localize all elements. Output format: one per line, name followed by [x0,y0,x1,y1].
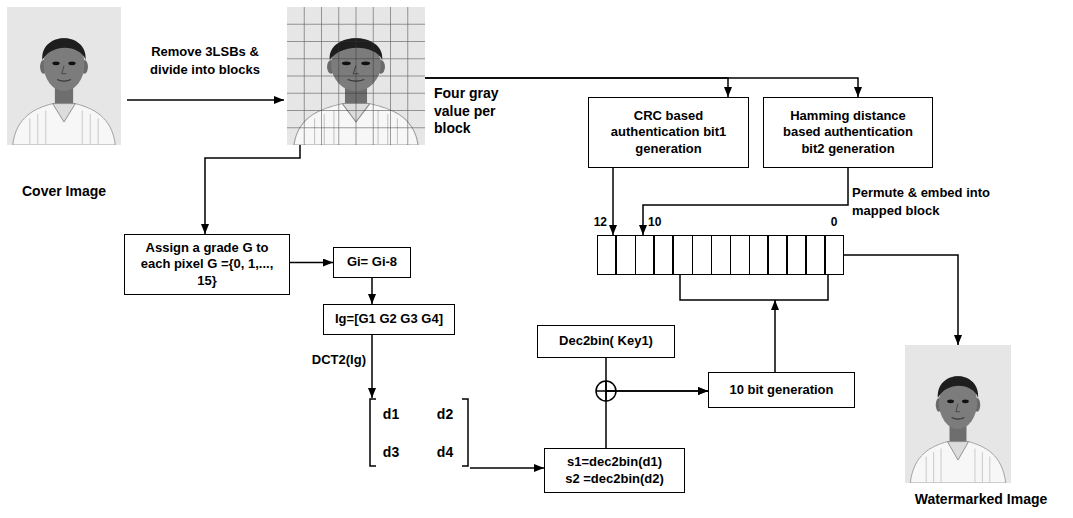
flow-arrow [612,168,614,235]
box-text: Dec2bin( Key1) [546,333,666,349]
image-node: Four gray value per block [287,7,425,145]
process-box: Ig=[G1 G2 G3 G4] [323,304,455,335]
matrix-entry: d1 [374,406,408,424]
matrix-entry: d4 [428,444,462,462]
flow-arrow [470,467,544,469]
process-box: Hamming distance based authentication bi… [763,97,933,168]
block-photo [287,7,425,145]
bit-index: 0 [828,215,840,229]
caption-holder: d4 [428,444,462,462]
text-stack: Dec2bin( Key1) [546,333,666,349]
box-text: Assign a grade G to each pixel G ={0, 1,… [133,240,281,289]
cover-photo [7,7,121,145]
text-stack: s1=dec2bin(d1)s2 =dec2bin(d2) [553,454,676,487]
caption-holder: Cover Image [7,183,121,201]
image-caption: Cover Image [7,183,121,201]
caption-holder: 12 [591,215,607,229]
edge-label: Remove 3LSBs & divide into blocks [150,44,260,77]
box-text: Ig=[G1 G2 G3 G4] [332,311,446,327]
flow-arrow [844,255,958,345]
box-text: s2 =dec2bin(d2) [553,471,676,487]
image-caption: Watermarked Image [897,491,1065,509]
flow-arrow [205,145,300,234]
caption-holder: 0 [828,215,840,229]
matrix-entry: d2 [428,406,462,424]
text-stack: 10 bit generation [717,382,846,398]
edge-label: Permute & embed into mapped block [852,185,990,218]
box-text: Hamming distance based authentication bi… [772,108,924,157]
matrix-entry: d3 [374,444,408,462]
process-box: s1=dec2bin(d1)s2 =dec2bin(d2) [544,448,685,493]
text-stack: Gi= Gi-8 [342,254,402,270]
process-box: 10 bit generation [708,372,855,408]
flow-arrow [290,262,333,264]
flow-arrow [371,335,373,398]
process-box: Assign a grade G to each pixel G ={0, 1,… [124,234,290,295]
bit-index: 10 [648,215,666,229]
caption-holder: d1 [374,406,408,424]
image-caption: Four gray value per block [434,85,520,138]
text-stack: CRC based authentication bit1 generation [597,108,740,157]
label-holder: Permute & embed into mapped block [852,183,992,220]
flow-arrow [606,391,708,448]
label-holder: DCT2(Ig) [300,350,366,368]
label-holder: Remove 3LSBs & divide into blocks [131,42,279,79]
edge-label: DCT2(Ig) [312,352,366,367]
caption-holder: d3 [374,444,408,462]
flow-arrow [606,358,708,391]
caption-holder: Watermarked Image [897,491,1065,509]
caption-holder: 10 [648,215,666,229]
text-stack: Ig=[G1 G2 G3 G4] [332,311,446,327]
text-stack: Hamming distance based authentication bi… [772,108,924,157]
caption-holder: d2 [428,406,462,424]
process-box: Dec2bin( Key1) [537,325,675,358]
image-node: Watermarked Image [905,345,1011,483]
image-node: Cover Image [7,7,121,145]
text-stack: Assign a grade G to each pixel G ={0, 1,… [133,240,281,289]
box-text: Gi= Gi-8 [342,254,402,270]
block-grid [287,7,425,145]
box-text: CRC based authentication bit1 generation [597,108,740,157]
process-box: Gi= Gi-8 [333,247,411,278]
bit-bracket [680,275,828,300]
process-box: CRC based authentication bit1 generation [588,97,749,168]
flow-arrow [371,278,373,304]
flow-arrow [774,300,776,372]
box-text: 10 bit generation [717,382,846,398]
flow-arrow [643,168,848,235]
bit-index: 12 [591,215,607,229]
flow-arrow [127,99,284,101]
dct-matrix: d1 d2 d3 d4 [368,398,470,467]
box-text: s1=dec2bin(d1) [553,454,676,470]
caption-holder: Four gray value per block [434,85,520,138]
bit-register: 12100 [597,235,844,275]
watermarked-photo [905,345,1011,483]
